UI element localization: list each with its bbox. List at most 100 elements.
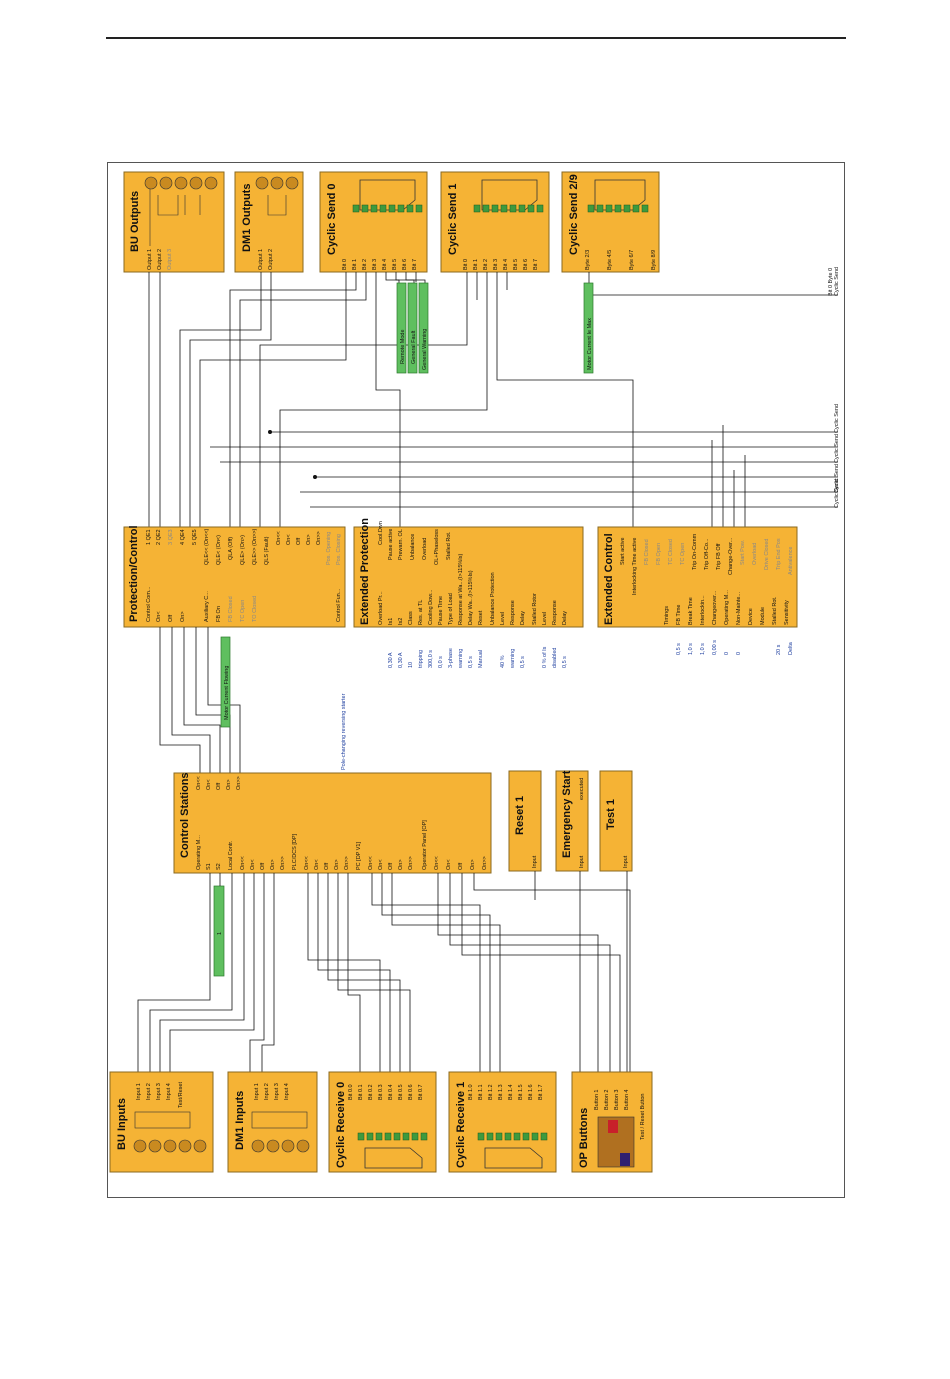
pole-changing-note: Pole-changing reversing starter xyxy=(341,693,347,770)
svg-text:tripping: tripping xyxy=(418,650,424,668)
svg-text:FB Time: FB Time xyxy=(676,605,682,625)
svg-text:Class: Class xyxy=(408,611,414,625)
svg-text:On>: On> xyxy=(398,859,404,870)
svg-text:Bit 0.5: Bit 0.5 xyxy=(398,1084,404,1100)
svg-text:Delay Wa...(I>115%Is): Delay Wa...(I>115%Is) xyxy=(468,570,474,625)
extended-control-block: Extended Control Timings FB Time Break T… xyxy=(597,526,798,628)
svg-text:Antivalence: Antivalence xyxy=(788,547,794,575)
svg-text:QLE<< (On<<): QLE<< (On<<) xyxy=(204,528,210,565)
svg-text:Local Contr.: Local Contr. xyxy=(228,840,234,870)
svg-text:PC [DP V1]: PC [DP V1] xyxy=(356,842,362,870)
green-tags-top: Remote Mode General Fault General Warnin… xyxy=(396,282,594,374)
svg-text:Changeover...: Changeover... xyxy=(712,590,718,625)
reset-1-block: Reset 1 Input xyxy=(508,770,542,872)
svg-text:Response: Response xyxy=(552,600,558,625)
svg-text:Res. at TL: Res. at TL xyxy=(418,600,424,625)
svg-text:On>: On> xyxy=(470,859,476,870)
svg-text:Cyclic Send: Cyclic Send xyxy=(834,479,840,508)
svg-text:Input: Input xyxy=(579,855,585,868)
svg-text:Cyclic Send: Cyclic Send xyxy=(834,404,840,433)
svg-text:10: 10 xyxy=(408,662,414,668)
svg-text:Bit 1: Bit 1 xyxy=(473,259,479,270)
op-buttons-title: OP Buttons xyxy=(578,1108,590,1168)
svg-text:Trip On-Comm: Trip On-Comm xyxy=(692,533,698,570)
extended-protection-values: 0,30 A 0,30 A 10 tripping 300,0 s 0,0 s … xyxy=(388,646,568,669)
svg-text:Input 2: Input 2 xyxy=(146,1083,152,1100)
control-stations-title: Control Stations xyxy=(179,772,191,858)
svg-text:FB Closed: FB Closed xyxy=(644,539,650,565)
svg-text:Input 4: Input 4 xyxy=(284,1083,290,1100)
svg-text:Break Time: Break Time xyxy=(688,597,694,625)
svg-text:Start active: Start active xyxy=(620,537,626,565)
cyclic-send-1-title: Cyclic Send 1 xyxy=(447,183,459,255)
svg-text:General Warning: General Warning xyxy=(422,329,428,370)
svg-text:Byte 8/9: Byte 8/9 xyxy=(651,250,657,270)
svg-text:warning: warning xyxy=(510,649,516,669)
svg-text:Input 3: Input 3 xyxy=(274,1083,280,1100)
svg-text:Remote Mode: Remote Mode xyxy=(400,329,406,364)
svg-text:0: 0 xyxy=(724,652,730,655)
svg-text:Bit 1.7: Bit 1.7 xyxy=(538,1084,544,1100)
bu-inputs-block: BU Inputs Input 1 Input 2 Input 3 Input … xyxy=(109,1071,214,1173)
svg-text:Off: Off xyxy=(168,614,174,622)
svg-text:Byte 6/7: Byte 6/7 xyxy=(629,250,635,270)
svg-text:Overload Pr...: Overload Pr... xyxy=(378,591,384,625)
svg-text:Overload: Overload xyxy=(422,538,428,560)
svg-text:Cyclic Send: Cyclic Send xyxy=(834,434,840,463)
terminal-icon xyxy=(189,176,203,190)
terminal-icon xyxy=(144,176,158,190)
svg-text:Cooling Dow...: Cooling Dow... xyxy=(428,589,434,625)
svg-text:Off: Off xyxy=(296,537,302,545)
svg-text:Byte 4/5: Byte 4/5 xyxy=(607,250,613,270)
svg-text:Bit 0.4: Bit 0.4 xyxy=(388,1084,394,1100)
bu-inputs-title: BU Inputs xyxy=(116,1098,128,1150)
extended-control-title: Extended Control xyxy=(603,533,615,625)
svg-text:Byte 2/3: Byte 2/3 xyxy=(585,250,591,270)
svg-text:On>>: On>> xyxy=(344,856,350,870)
svg-text:0,5 s: 0,5 s xyxy=(520,656,526,668)
svg-text:Prewarn. OL: Prewarn. OL xyxy=(398,529,404,560)
svg-text:On<<: On<< xyxy=(434,856,440,870)
svg-text:Bit 7: Bit 7 xyxy=(533,259,539,270)
svg-text:On<: On< xyxy=(378,859,384,870)
svg-text:On>: On> xyxy=(334,859,340,870)
cyclic-receive-1-title: Cyclic Receive 1 xyxy=(455,1082,467,1168)
reset-1-title: Reset 1 xyxy=(514,796,526,835)
svg-text:Bit 0.2: Bit 0.2 xyxy=(368,1084,374,1100)
svg-text:Cyclic Send: Cyclic Send xyxy=(834,464,840,493)
cyclic-send-29-title: Cyclic Send 2/9 xyxy=(568,174,580,255)
svg-text:Sensitivity: Sensitivity xyxy=(784,600,790,625)
svg-text:Output 1: Output 1 xyxy=(147,249,153,270)
svg-text:On<<: On<< xyxy=(196,776,202,790)
svg-text:Change-Over...: Change-Over... xyxy=(728,537,734,575)
svg-text:FB On: FB On xyxy=(216,606,222,622)
svg-text:Output 3: Output 3 xyxy=(167,249,173,270)
svg-text:executed: executed xyxy=(579,778,585,800)
svg-text:Bit 0.3: Bit 0.3 xyxy=(378,1084,384,1100)
svg-text:Off: Off xyxy=(458,862,464,870)
svg-text:Motor Current Flowing: Motor Current Flowing xyxy=(224,666,230,720)
svg-text:Button 4: Button 4 xyxy=(624,1090,630,1111)
cyclic-send-0-title: Cyclic Send 0 xyxy=(326,183,338,255)
cyclic-send-29-block: Cyclic Send 2/9 Byte 2/3 Byte 4/5 Byte 6… xyxy=(561,171,660,273)
svg-text:Motor Current Ie Max: Motor Current Ie Max xyxy=(587,318,593,370)
terminal-icon xyxy=(133,1139,147,1153)
terminal-icon xyxy=(251,1139,265,1153)
extended-protection-title: Extended Protection xyxy=(359,518,371,625)
svg-text:Bit 5: Bit 5 xyxy=(513,259,519,270)
svg-text:0,5 s: 0,5 s xyxy=(676,643,682,655)
svg-text:20 s: 20 s xyxy=(776,644,782,655)
green-tag-one xyxy=(213,885,225,977)
svg-text:Delta: Delta xyxy=(788,641,794,655)
dm1-outputs-title: DM1 Outputs xyxy=(241,184,253,252)
protection-control-title: Protection/Control xyxy=(128,525,140,622)
svg-text:2 QE2: 2 QE2 xyxy=(156,529,162,545)
svg-text:Interlocking Time active: Interlocking Time active xyxy=(632,538,638,595)
svg-text:0,5 s: 0,5 s xyxy=(468,656,474,668)
diagram-frame xyxy=(107,162,845,1198)
svg-text:disabled: disabled xyxy=(552,648,558,669)
svg-text:Stalled Rot.: Stalled Rot. xyxy=(446,531,452,560)
svg-text:Output 2: Output 2 xyxy=(268,249,274,270)
svg-text:Bit 0.0: Bit 0.0 xyxy=(348,1084,354,1100)
